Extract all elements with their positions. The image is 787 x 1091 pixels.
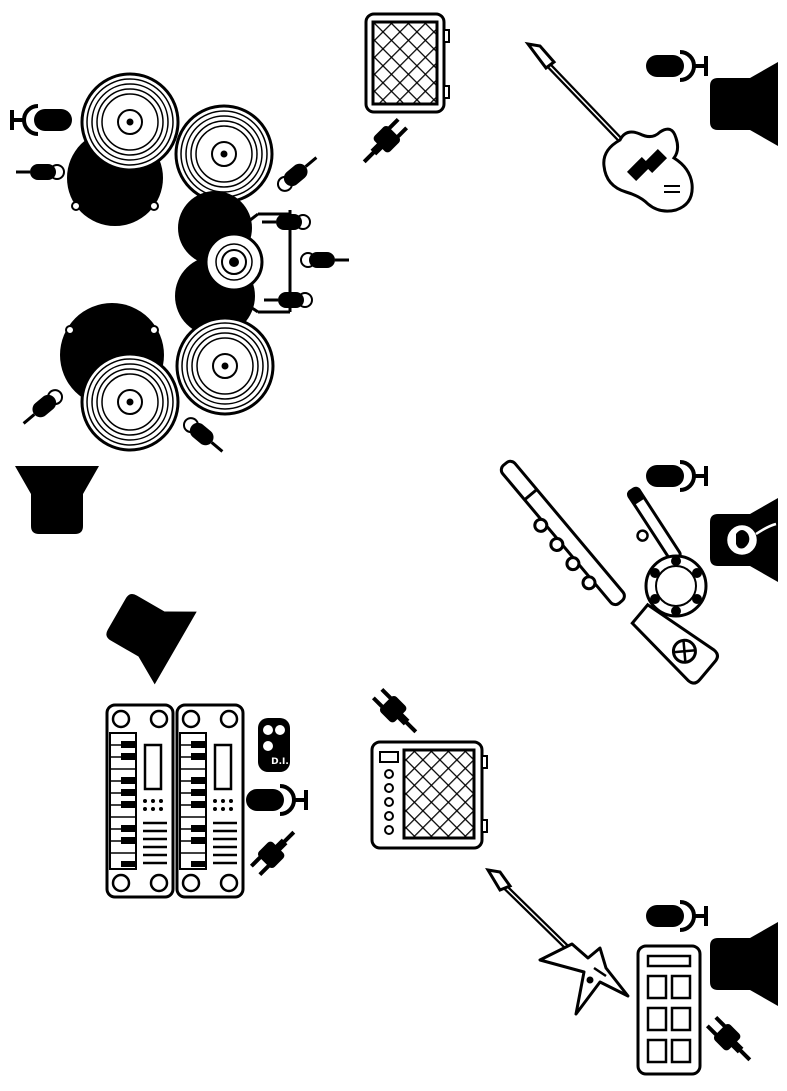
- power-plug: [356, 116, 410, 170]
- keyboard: [105, 703, 175, 899]
- kazoo: [630, 602, 719, 685]
- drum-microphone: [16, 384, 68, 432]
- cymbal: [80, 352, 180, 452]
- vocal-microphone: [644, 50, 708, 82]
- drum-microphone: [14, 162, 66, 182]
- guitar-amplifier: [370, 740, 488, 850]
- floor-monitor: [710, 62, 778, 146]
- drum-microphone: [178, 412, 230, 460]
- hi-hat: [204, 232, 264, 292]
- floor-monitor: [710, 922, 778, 1006]
- tambourine: [644, 554, 708, 618]
- vocal-microphone: [244, 784, 308, 816]
- power-plug: [370, 686, 424, 740]
- cymbal: [80, 72, 180, 172]
- drum-microphone: [262, 290, 314, 310]
- effects-pedalboard: [636, 944, 702, 1076]
- keyboard: [175, 703, 245, 899]
- in-ear-monitor-icon: [724, 522, 777, 558]
- snare-lugs: [65, 325, 159, 335]
- floor-monitor: [15, 466, 99, 534]
- power-plug: [248, 824, 302, 878]
- bass-guitar: [524, 41, 694, 213]
- vocal-microphone: [644, 900, 708, 932]
- drum-microphone: [272, 149, 324, 197]
- bass-drum-lugs: [71, 201, 159, 211]
- floor-monitor: [95, 577, 197, 685]
- guitar-amplifier: [364, 12, 450, 114]
- power-plug: [704, 1014, 758, 1068]
- cymbal: [174, 104, 274, 204]
- flute: [499, 459, 626, 607]
- di-box: D.I.: [258, 718, 290, 772]
- di-box-label: D.I.: [271, 757, 289, 767]
- vocal-microphone: [10, 104, 74, 136]
- drum-microphone: [299, 250, 351, 270]
- drum-microphone: [260, 212, 312, 232]
- cymbal: [175, 316, 275, 416]
- electric-guitar: [485, 867, 630, 1016]
- vocal-microphone: [644, 460, 708, 492]
- drum-kit: [10, 72, 351, 460]
